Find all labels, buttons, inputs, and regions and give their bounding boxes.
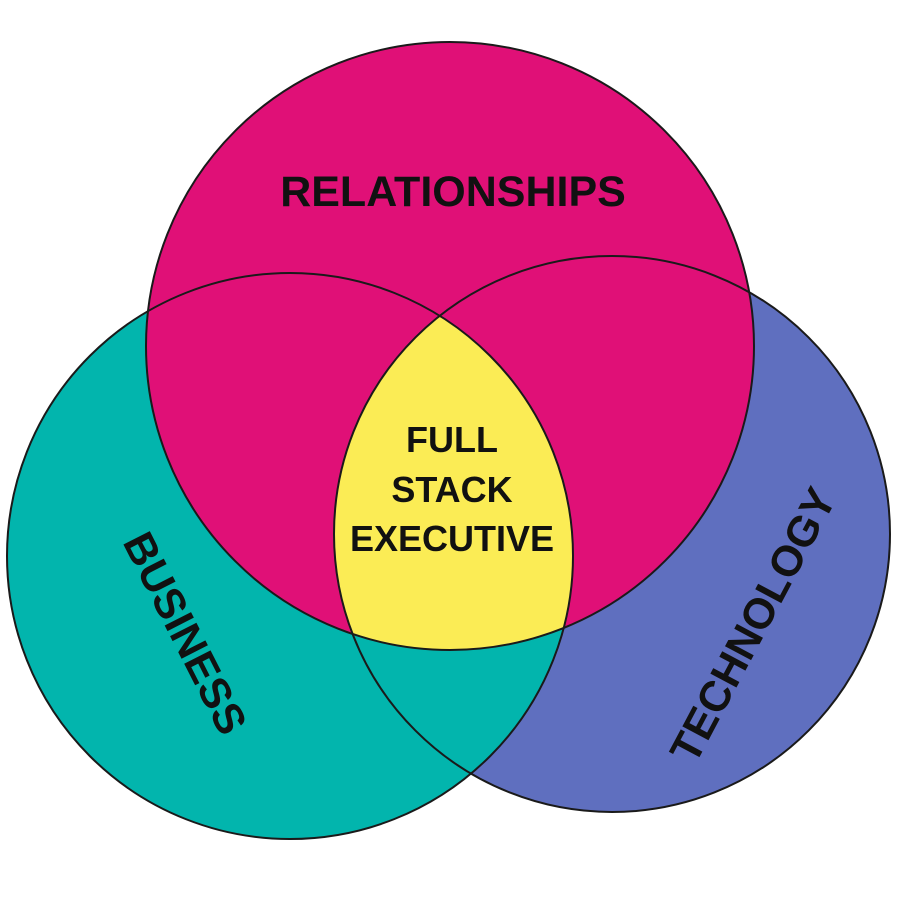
business-outline (6, 272, 574, 840)
relationships-label: RELATIONSHIPS (280, 168, 626, 216)
relationships-outline (145, 41, 755, 651)
center-label: FULL STACK EXECUTIVE (350, 419, 554, 559)
center-label-line-1: FULL (406, 419, 498, 460)
center-label-line-2: STACK (391, 469, 512, 510)
center-overlap (334, 273, 573, 650)
technology-outline (333, 255, 891, 813)
center-label-line-3: EXECUTIVE (350, 518, 554, 559)
